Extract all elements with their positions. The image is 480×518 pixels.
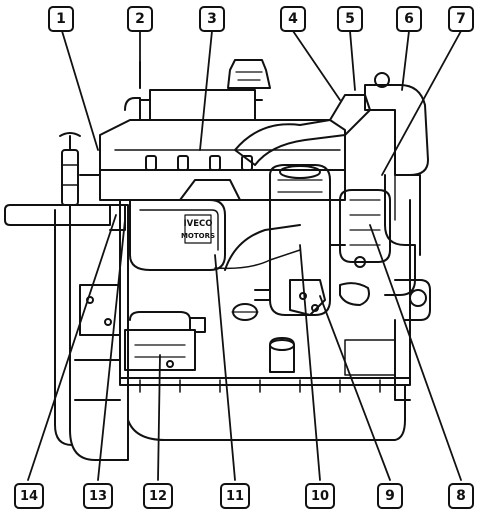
turbocharger bbox=[254, 164, 346, 316]
engine-block bbox=[119, 199, 411, 441]
air-duct bbox=[214, 94, 371, 271]
callout-8: 8 bbox=[448, 483, 474, 509]
callout-6: 6 bbox=[396, 6, 422, 32]
intake-manifold bbox=[129, 179, 241, 271]
exhaust-manifold bbox=[4, 204, 126, 231]
callout-14: 14 bbox=[14, 483, 44, 509]
leader-lines bbox=[27, 30, 462, 481]
callout-3: 3 bbox=[199, 6, 225, 32]
brand-line-1: IVECO bbox=[183, 219, 212, 229]
callout-13: 13 bbox=[83, 483, 113, 509]
brand-line-2: MOTORS bbox=[181, 232, 215, 240]
water-pipes bbox=[384, 174, 421, 296]
iveco-badge: IVECO MOTORS bbox=[181, 214, 215, 244]
callout-12: 12 bbox=[143, 483, 173, 509]
callout-7: 7 bbox=[448, 6, 474, 32]
starter-motor bbox=[124, 311, 206, 371]
callout-2: 2 bbox=[127, 6, 153, 32]
callout-9: 9 bbox=[377, 483, 403, 509]
callout-10: 10 bbox=[305, 483, 335, 509]
callout-5: 5 bbox=[337, 6, 363, 32]
callout-4: 4 bbox=[280, 6, 306, 32]
callout-11: 11 bbox=[220, 483, 250, 509]
callout-1: 1 bbox=[48, 6, 74, 32]
fan-belt-pulley bbox=[394, 279, 431, 401]
flywheel-housing bbox=[54, 204, 129, 461]
oil-filler-assembly bbox=[59, 132, 101, 206]
oil-filter-support bbox=[289, 279, 370, 316]
alternator bbox=[339, 189, 391, 268]
expansion-tank bbox=[364, 72, 429, 176]
